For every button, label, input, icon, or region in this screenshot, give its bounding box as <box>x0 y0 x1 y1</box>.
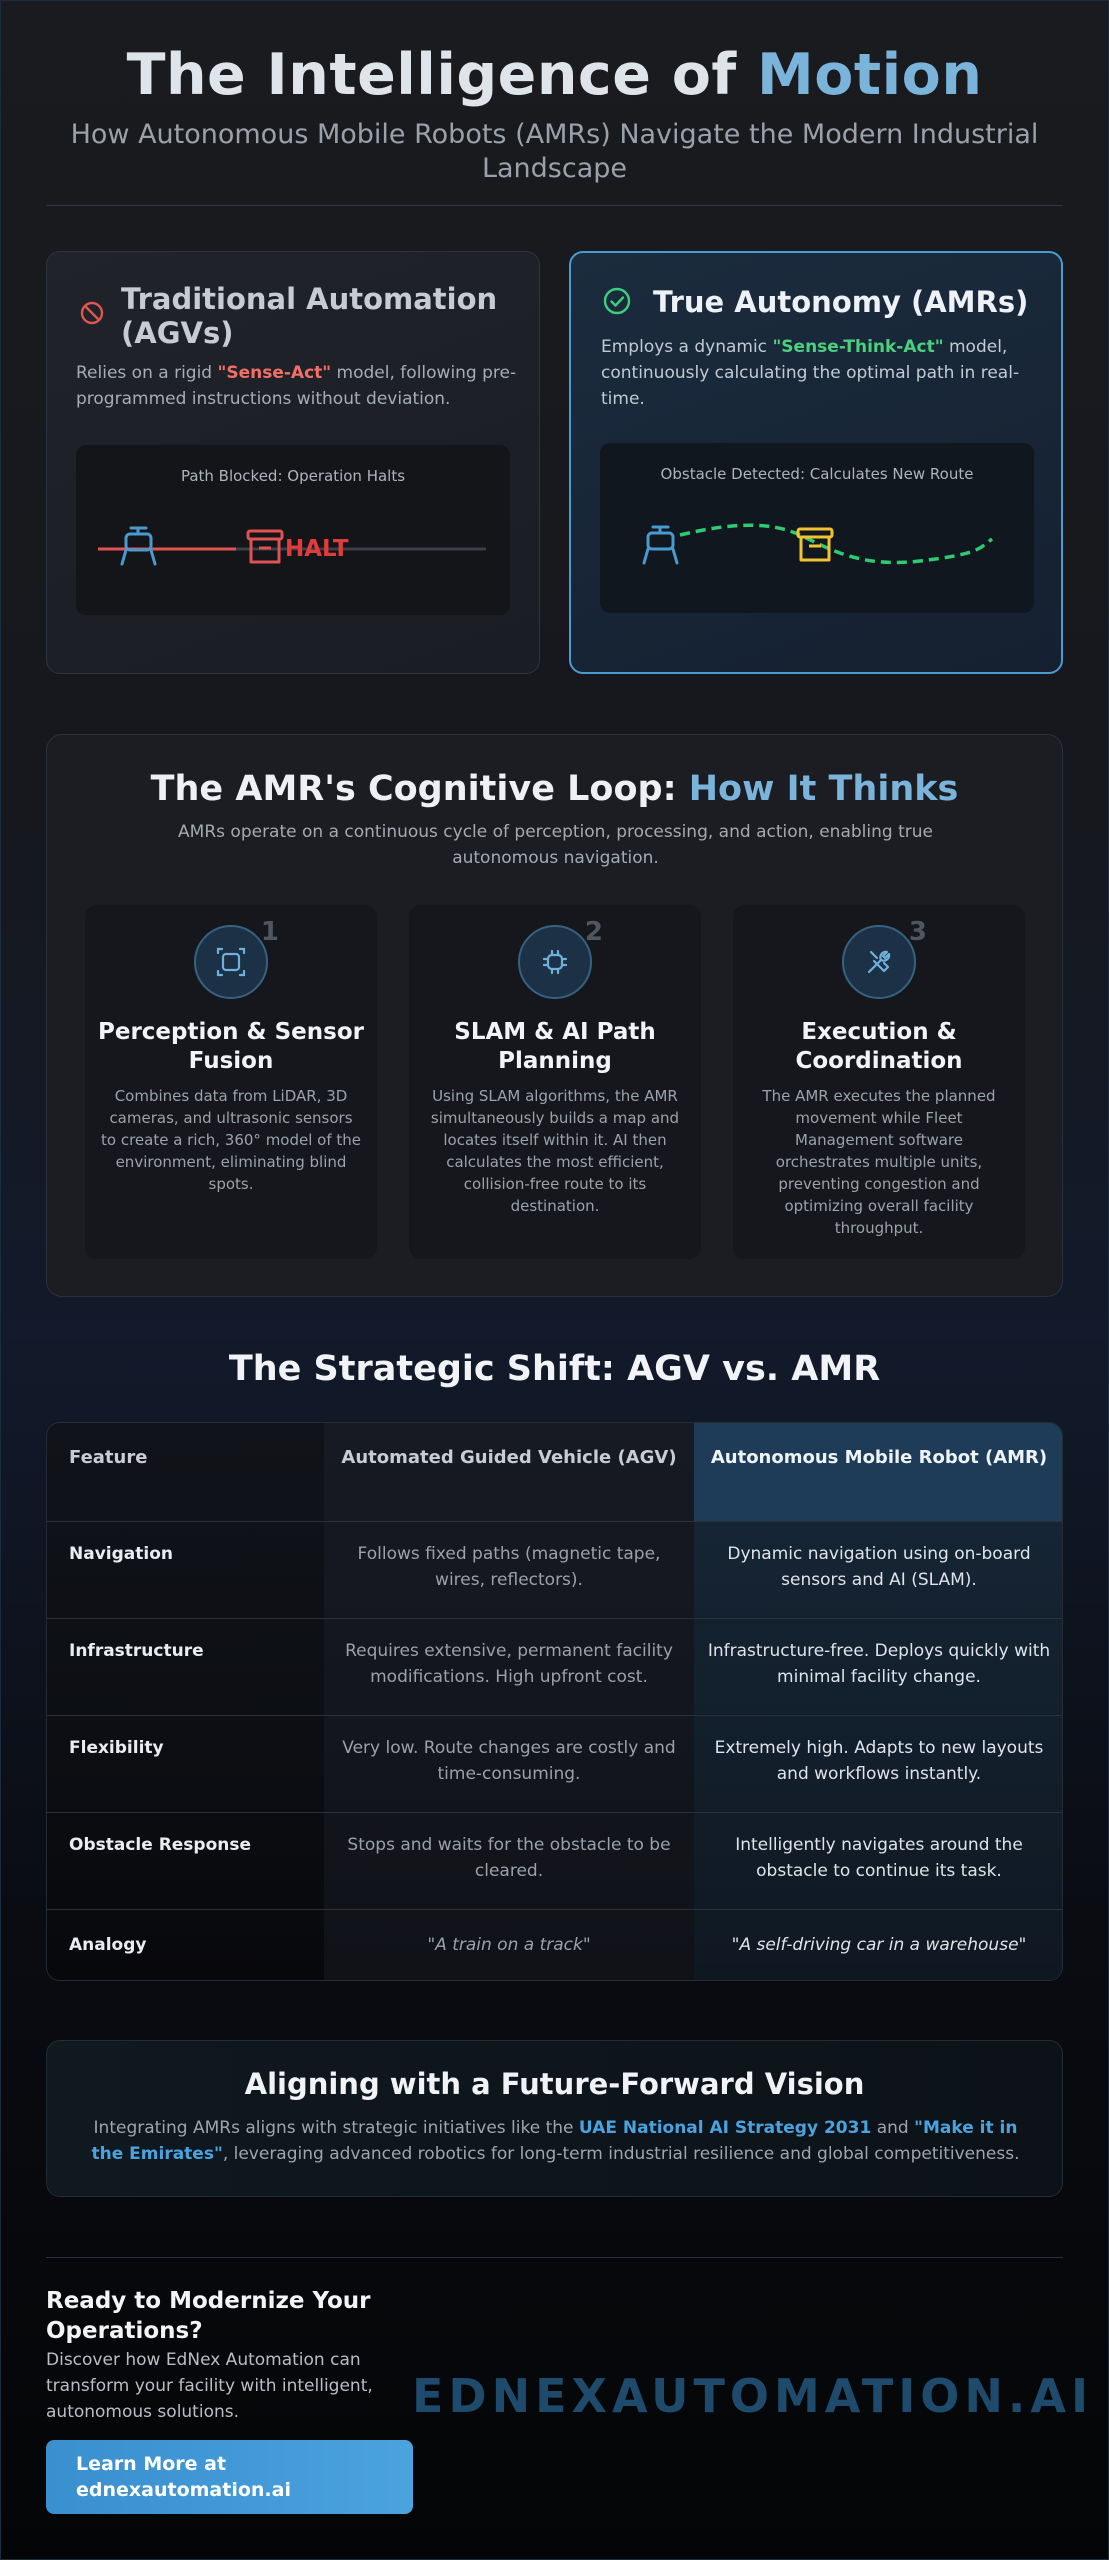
feature-column-bg <box>47 1423 324 1980</box>
sense-think-act-highlight: "Sense-Think-Act" <box>772 337 944 357</box>
row-divider <box>47 1715 1062 1716</box>
comparison-table-title: The Strategic Shift: AGV vs. AMR <box>228 1349 881 1389</box>
table-row-feature: Analogy <box>69 1935 147 1955</box>
row-divider <box>47 1812 1062 1813</box>
footer-divider <box>46 2257 1063 2258</box>
amr-card-title: True Autonomy (AMRs) <box>653 285 1029 319</box>
vision-text: Integrating AMRs aligns with strategic i… <box>91 2118 1020 2164</box>
row-divider <box>47 1909 1062 1910</box>
tools-icon <box>867 950 891 974</box>
vision-title: Aligning with a Future-Forward Vision <box>244 2067 865 2101</box>
cta-heading: Ready to Modernize Your Operations? <box>46 2288 371 2344</box>
obstacle-box-icon <box>246 529 284 564</box>
table-row-feature: Obstacle Response <box>69 1835 252 1855</box>
amr-card-description: Employs a dynamic "Sense-Think-Act" mode… <box>601 337 1020 409</box>
table-row-agv: Requires extensive, permanent facility m… <box>345 1641 673 1687</box>
rerouted-path <box>679 523 994 565</box>
step-title: Execution & Coordination <box>795 1019 963 1074</box>
amr-card: True Autonomy (AMRs) Employs a dynamic "… <box>569 251 1063 674</box>
table-row-amr: Extremely high. Adapts to new layouts an… <box>714 1738 1044 1784</box>
agv-sim-graphic <box>98 526 486 566</box>
page-title: The Intelligence of Motion <box>126 42 983 108</box>
step-text: Combines data from LiDAR, 3D cameras, an… <box>101 1087 362 1193</box>
prohibited-icon <box>80 301 104 325</box>
agv-card-title: Traditional Automation (AGVs) <box>121 282 498 350</box>
step-icon-circle <box>518 925 592 999</box>
step-text: Using SLAM algorithms, the AMR simultane… <box>430 1087 680 1215</box>
agv-column-bg <box>324 1423 694 1980</box>
step-icon-circle <box>842 925 916 999</box>
table-row-agv: Very low. Route changes are costly and t… <box>342 1738 676 1784</box>
loop-step-perception: 1 Perception & Sensor Fusion Combines da… <box>85 905 377 1259</box>
vision-section: Aligning with a Future-Forward Vision In… <box>46 2040 1063 2197</box>
step-title: Perception & Sensor Fusion <box>98 1019 364 1074</box>
table-row-feature: Flexibility <box>69 1738 164 1758</box>
robot-icon <box>120 526 157 566</box>
step-number: 1 <box>260 917 279 947</box>
agv-card-description: Relies on a rigid "Sense-Act" model, fol… <box>76 363 517 409</box>
obstacle-box-icon <box>796 527 834 562</box>
loop-step-execution: 3 Execution & Coordination The AMR execu… <box>733 905 1025 1259</box>
cognitive-loop-section: The AMR's Cognitive Loop: How It Thinks … <box>46 734 1063 1297</box>
table-row-amr: "A self-driving car in a warehouse" <box>731 1935 1027 1955</box>
loop-step-slam: 2 SLAM & AI Path Planning Using SLAM alg… <box>409 905 701 1259</box>
amr-sim-caption: Obstacle Detected: Calculates New Route <box>660 465 974 483</box>
comparison-table: Feature Automated Guided Vehicle (AGV) A… <box>46 1422 1063 1981</box>
header-divider <box>46 205 1063 206</box>
sensor-scan-icon <box>216 947 246 977</box>
table-row-feature: Navigation <box>69 1544 173 1564</box>
table-row-agv: Follows fixed paths (magnetic tape, wire… <box>357 1544 661 1590</box>
halt-label: HALT <box>285 536 349 562</box>
table-row-amr: Dynamic navigation using on-board sensor… <box>727 1544 1031 1590</box>
table-row-amr: Infrastructure-free. Deploys quickly wit… <box>707 1641 1051 1687</box>
table-row-feature: Infrastructure <box>69 1641 204 1661</box>
make-it-in-emirates-link: "Make it in the Emirates" <box>91 2118 1018 2164</box>
table-row-agv: "A train on a track" <box>427 1935 591 1955</box>
amr-sim-graphic <box>642 523 994 565</box>
step-number: 3 <box>908 917 927 947</box>
robot-icon <box>642 525 679 565</box>
row-divider <box>47 1521 1062 1522</box>
step-text: The AMR executes the planned movement wh… <box>762 1087 996 1237</box>
step-icon-circle <box>194 925 268 999</box>
page-header: The Intelligence of Motion How Autonomou… <box>46 40 1063 186</box>
agv-card: Traditional Automation (AGVs) Relies on … <box>46 251 540 674</box>
table-header-amr: Autonomous Mobile Robot (AMR) <box>710 1447 1048 1468</box>
uae-ai-strategy-link: UAE National AI Strategy 2031 <box>578 2118 872 2138</box>
amr-header-bg <box>694 1423 1062 1521</box>
cta-text: Discover how EdNex Automation can transf… <box>46 2350 373 2422</box>
check-circle-icon <box>603 287 631 315</box>
row-divider <box>47 1618 1062 1619</box>
page-subtitle: How Autonomous Mobile Robots (AMRs) Navi… <box>70 119 1039 184</box>
learn-more-button[interactable]: Learn More at ednexautomation.ai <box>46 2440 413 2514</box>
table-header-agv: Automated Guided Vehicle (AGV) <box>341 1447 677 1468</box>
loop-subtitle: AMRs operate on a continuous cycle of pe… <box>178 822 933 868</box>
sense-act-highlight: "Sense-Act" <box>217 363 332 383</box>
agv-sim-caption: Path Blocked: Operation Halts <box>180 467 406 485</box>
step-number: 2 <box>584 917 603 947</box>
agv-simulation: Path Blocked: Operation Halts HALT <box>76 445 510 615</box>
processor-chip-icon <box>542 949 568 975</box>
table-row-agv: Stops and waits for the obstacle to be c… <box>347 1835 671 1881</box>
step-title: SLAM & AI Path Planning <box>454 1019 656 1074</box>
loop-title: The AMR's Cognitive Loop: How It Thinks <box>150 769 959 809</box>
table-header-feature: Feature <box>69 1447 148 1468</box>
brand-wordmark: EDNEXAUTOMATION.AI <box>412 2369 1094 2423</box>
table-row-amr: Intelligently navigates around the obsta… <box>735 1835 1023 1881</box>
amr-simulation: Obstacle Detected: Calculates New Route <box>600 443 1034 613</box>
